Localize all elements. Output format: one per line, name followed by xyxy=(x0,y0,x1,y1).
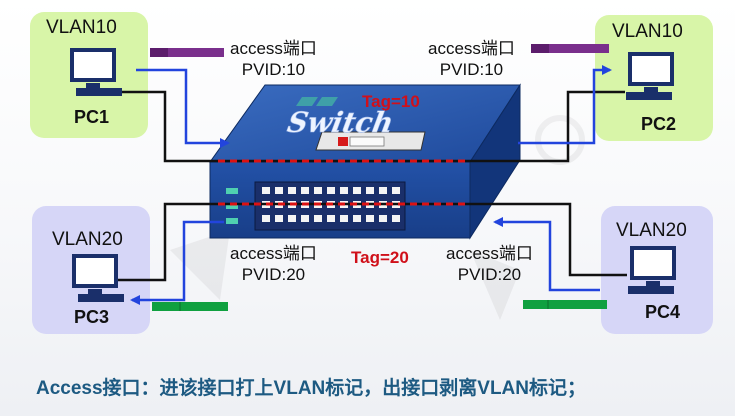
port-pvid: PVID:20 xyxy=(241,265,306,284)
pc2-name: PC2 xyxy=(641,114,677,134)
tag-top: Tag=10 xyxy=(362,92,420,111)
switch-port xyxy=(353,187,361,194)
pc1-icon xyxy=(70,48,122,96)
port-pvid: PVID:10 xyxy=(439,60,504,79)
port-label-bottom-left: access端口 PVID:20 xyxy=(230,243,317,285)
pc2-vlan-label: VLAN10 xyxy=(612,21,683,42)
pc3-icon xyxy=(72,254,124,302)
frame-vlan20-left xyxy=(152,302,228,311)
port-pvid: PVID:10 xyxy=(241,60,306,79)
switch-port xyxy=(301,215,309,222)
port-label-top-left: access端口 PVID:10 xyxy=(230,38,317,80)
switch-port xyxy=(288,187,296,194)
port-type: access端口 xyxy=(230,39,317,58)
pc4-icon xyxy=(628,246,676,294)
switch-port xyxy=(366,187,374,194)
port-type: access端口 xyxy=(230,244,317,263)
tag-bottom: Tag=20 xyxy=(351,248,409,267)
switch-port xyxy=(314,187,322,194)
frame-bars xyxy=(150,44,609,311)
pc3-name: PC3 xyxy=(74,307,110,327)
pc1-name: PC1 xyxy=(74,107,110,127)
frame-vlan10-right xyxy=(531,44,609,53)
pc1-vlan-label: VLAN10 xyxy=(46,17,117,38)
port-label-bottom-right: access端口 PVID:20 xyxy=(446,243,533,285)
port-label-top-right: access端口 PVID:10 xyxy=(428,38,515,80)
port-type: access端口 xyxy=(446,244,533,263)
arrows xyxy=(130,65,612,305)
switch-port xyxy=(314,215,322,222)
frame-vlan20-right xyxy=(523,300,607,309)
cable-pc2 xyxy=(470,90,625,163)
switch-port xyxy=(262,215,270,222)
switch-port xyxy=(275,187,283,194)
arrow-pc3 xyxy=(130,220,224,305)
switch-port xyxy=(392,215,400,222)
frame-vlan10-left xyxy=(150,48,224,57)
arrow-pc4 xyxy=(493,217,600,292)
pc4-vlan-label: VLAN20 xyxy=(616,220,687,241)
caption: Access接口：进该接口打上VLAN标记，出接口剥离VLAN标记； xyxy=(36,378,586,399)
switch-port xyxy=(366,215,374,222)
cable-pc4 xyxy=(470,202,627,277)
switch-port xyxy=(301,187,309,194)
port-type: access端口 xyxy=(428,39,515,58)
port-pvid: PVID:20 xyxy=(457,265,522,284)
switch-port xyxy=(340,215,348,222)
switch-port xyxy=(327,187,335,194)
switch-port xyxy=(262,187,270,194)
switch-label: Switch xyxy=(285,106,396,139)
pc2-icon xyxy=(626,52,674,100)
pc4-name: PC4 xyxy=(645,302,681,322)
switch-port xyxy=(327,215,335,222)
switch-port xyxy=(379,215,387,222)
pc3-vlan-label: VLAN20 xyxy=(52,229,123,250)
switch-port xyxy=(353,215,361,222)
switch-port xyxy=(288,215,296,222)
switch-port xyxy=(340,187,348,194)
switch-port xyxy=(392,187,400,194)
switch-port xyxy=(379,187,387,194)
arrow-pc2 xyxy=(518,65,612,145)
arrow-pc1 xyxy=(136,68,230,148)
switch-port xyxy=(275,215,283,222)
